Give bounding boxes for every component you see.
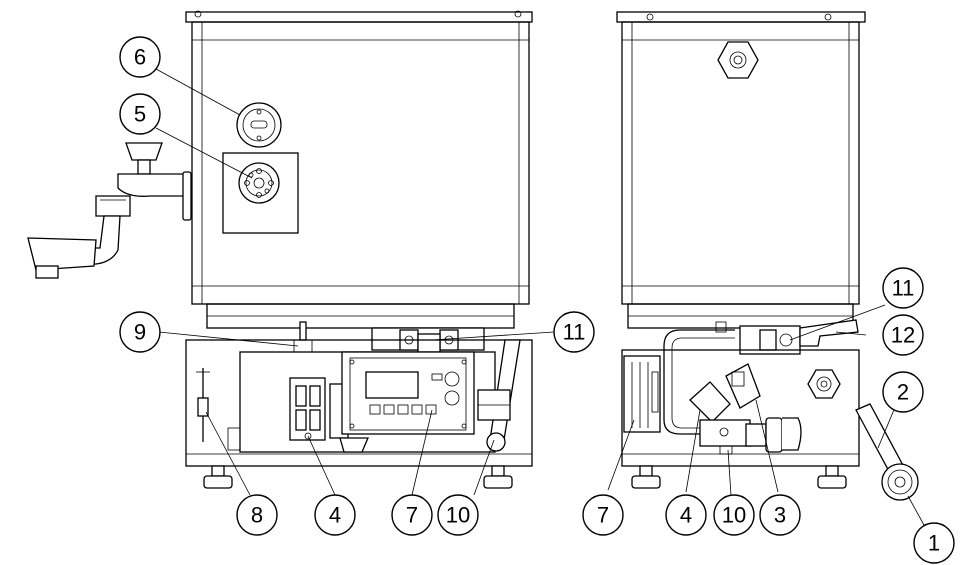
- side-bracket: [799, 319, 859, 347]
- side-feet: [631, 465, 847, 489]
- callout-side-12: 12: [882, 314, 924, 356]
- callout-side-4: 4: [665, 494, 707, 536]
- callout-front-9: 9: [119, 311, 161, 353]
- callout-label: 4: [329, 503, 341, 528]
- side-pump: [699, 417, 802, 455]
- front-cabinet: [185, 339, 533, 467]
- callout-side-2: 2: [882, 371, 924, 413]
- side-relay: [689, 363, 761, 423]
- callout-label: 2: [897, 380, 909, 405]
- side-controller: [623, 355, 661, 433]
- front-view: [27, 10, 533, 489]
- side-thermometer: [196, 368, 210, 442]
- drain-pipe: [477, 339, 521, 452]
- front-solenoid-valve: [371, 327, 485, 355]
- side-cabinet: [621, 349, 860, 467]
- front-controller: [341, 351, 475, 435]
- callout-front-7: 7: [391, 494, 433, 536]
- leader-lines: [155, 68, 925, 526]
- callout-label: 11: [892, 276, 915, 301]
- callout-front-4: 4: [314, 494, 356, 536]
- callout-label: 10: [722, 503, 746, 528]
- callout-label: 4: [680, 503, 692, 528]
- top-nut: [717, 41, 759, 79]
- callout-front-5: 5: [119, 93, 161, 135]
- front-tank-body: [191, 21, 530, 305]
- faucet: [27, 142, 192, 279]
- callout-label: 1: [928, 531, 940, 556]
- callout-label: 5: [134, 102, 146, 127]
- side-view: [616, 11, 919, 501]
- inlet-fitting: [238, 162, 280, 204]
- callout-side-7: 7: [582, 494, 624, 536]
- side-handle: [855, 403, 919, 501]
- callout-label: 11: [563, 320, 586, 345]
- callout-label: 6: [134, 45, 146, 70]
- callout-front-6: 6: [119, 36, 161, 78]
- callout-front-11: 11: [553, 311, 595, 353]
- side-pipe: [663, 329, 735, 435]
- callout-front-10: 10: [437, 494, 479, 536]
- front-top-lid: [185, 11, 533, 23]
- callout-label: 9: [134, 320, 146, 345]
- front-feet: [203, 465, 513, 489]
- callout-front-8: 8: [236, 494, 278, 536]
- front-sensor: [293, 321, 313, 353]
- callout-label: 10: [446, 503, 470, 528]
- front-fitting-panel: [222, 152, 299, 234]
- callout-side-1: 1: [913, 522, 955, 564]
- callout-side-11: 11: [882, 267, 924, 309]
- callout-label: 8: [251, 503, 263, 528]
- callout-label: 3: [774, 503, 786, 528]
- gauge-fitting: [236, 102, 282, 148]
- side-outlet-fitting: [807, 369, 841, 399]
- callout-label: 12: [891, 323, 915, 348]
- callout-side-3: 3: [759, 494, 801, 536]
- callout-label: 7: [597, 503, 609, 528]
- callout-side-10: 10: [713, 494, 755, 536]
- side-top-lid: [616, 11, 866, 23]
- callout-label: 7: [406, 503, 418, 528]
